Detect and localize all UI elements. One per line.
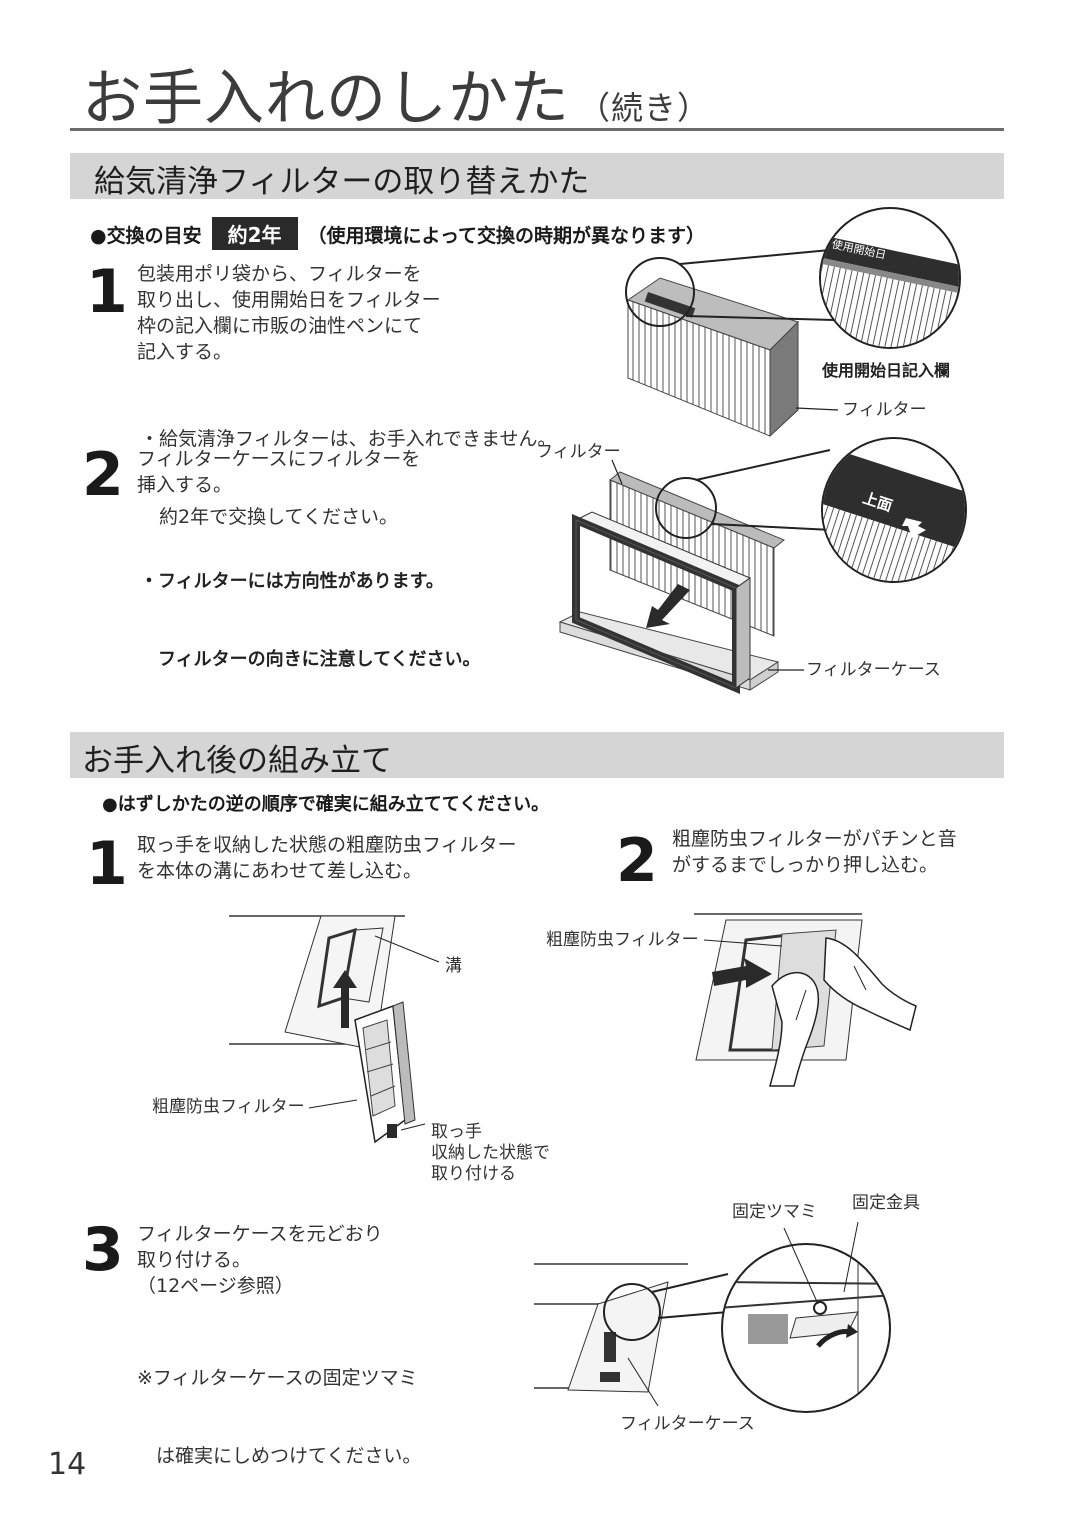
label-groove: 溝: [445, 956, 462, 976]
section-bar-reassembly: [70, 732, 1004, 778]
note-line: ・フィルターには方向性があります。: [140, 571, 444, 592]
step-line: がするまでしっかり押し込む。: [672, 854, 939, 876]
step-line: を本体の溝にあわせて差し込む。: [137, 860, 423, 882]
step-number: 1: [86, 257, 128, 327]
step-line: 挿入する。: [137, 474, 233, 496]
step-line: 取り出し、使用開始日をフィルター: [137, 289, 441, 311]
note-line: 約2年で交換してください。: [140, 506, 398, 528]
filter-illustration: 使用開始日: [625, 207, 961, 438]
assembly-step3-instructions: フィルターケースを元どおり 取り付ける。 （12ページ参照）: [137, 1221, 383, 1299]
step-line: 枠の記入欄に市販の油性ペンにて: [137, 315, 423, 337]
assembly-step1-instructions: 取っ手を収納した状態の粗塵防虫フィルター を本体の溝にあわせて差し込む。: [137, 832, 517, 884]
label-coarse-filter: 粗塵防虫フィルター: [152, 1097, 305, 1117]
filter-case-illustration: 上面: [558, 437, 967, 695]
step-line: 記入する。: [137, 341, 233, 363]
step1-instructions: 包装用ポリ袋から、フィルターを 取り出し、使用開始日をフィルター 枠の記入欄に市…: [137, 261, 441, 365]
step2-instructions: フィルターケースにフィルターを 挿入する。: [137, 446, 420, 498]
note-line: ・給気清浄フィルターは、お手入れできません。: [140, 428, 557, 450]
coarse-filter-insert-illustration: [229, 915, 440, 1144]
step-line: フィルターケースにフィルターを: [137, 448, 421, 470]
replacement-guideline: ●交換の目安約2年 （使用環境によって交換の時期が異なります）: [90, 217, 705, 250]
step-number: 2: [82, 440, 124, 510]
page-title: お手入れのしかた（続き）: [82, 50, 710, 137]
step-number: 2: [616, 826, 658, 896]
label-line: 収納した状態で: [431, 1143, 550, 1163]
filter-case-attach-illustration: [534, 1221, 891, 1413]
note-line: ※フィルターケースの固定ツマミ: [137, 1367, 418, 1389]
section-bar-filter-replacement: [70, 153, 1004, 199]
step-line: （12ページ参照）: [137, 1275, 294, 1297]
step-line: 取り付ける。: [137, 1249, 252, 1271]
coarse-filter-push-illustration: [694, 913, 917, 1087]
label-line: 取り付ける: [431, 1164, 516, 1184]
step-number: 1: [86, 829, 128, 899]
page-title-suffix: （続き）: [578, 89, 711, 127]
step-line: 粗塵防虫フィルターがパチンと音: [672, 828, 957, 850]
step1-note: ・給気清浄フィルターは、お手入れできません。 約2年で交換してください。: [140, 374, 556, 556]
step-number: 3: [82, 1215, 124, 1285]
label-filter-case: フィルターケース: [806, 660, 941, 680]
label-filter-case-2: フィルターケース: [620, 1414, 755, 1434]
section-title-reassembly: お手入れ後の組み立て: [82, 743, 392, 779]
label-filter-2: フィルター: [536, 442, 621, 462]
page-number: 14: [48, 1447, 87, 1482]
step-line: フィルターケースを元どおり: [137, 1223, 383, 1245]
title-rule: [70, 128, 1004, 131]
guideline-badge: 約2年: [211, 217, 298, 250]
reassembly-bullet: ●はずしかたの逆の順序で確実に組み立ててください。: [102, 794, 550, 815]
guideline-suffix: （使用環境によって交換の時期が異なります）: [307, 225, 705, 247]
label-handle: 取っ手 収納した状態で 取り付ける: [431, 1122, 550, 1185]
label-filter: フィルター: [842, 400, 927, 420]
step-line: 取っ手を収納した状態の粗塵防虫フィルター: [137, 834, 517, 856]
assembly-step3-note: ※フィルターケースの固定ツマミ は確実にしめつけてください。: [137, 1313, 421, 1495]
label-fixing-knob: 固定ツマミ: [732, 1202, 817, 1222]
note-line: は確実にしめつけてください。: [137, 1445, 422, 1467]
guideline-prefix: ●交換の目安: [90, 225, 202, 247]
page-title-text: お手入れのしかた: [82, 64, 570, 134]
label-fixing-bracket: 固定金具: [852, 1193, 920, 1213]
section-title-filter-replacement: 給気清浄フィルターの取り替えかた: [94, 164, 590, 200]
label-coarse-filter-2: 粗塵防虫フィルター: [546, 930, 699, 950]
label-line: 取っ手: [431, 1122, 482, 1142]
note-line: フィルターの向きに注意してください。: [140, 649, 481, 670]
label-date-field: 使用開始日記入欄: [822, 361, 951, 380]
step2-note: ・フィルターには方向性があります。 フィルターの向きに注意してください。: [140, 517, 481, 699]
assembly-step2-instructions: 粗塵防虫フィルターがパチンと音 がするまでしっかり押し込む。: [672, 826, 957, 878]
step-line: 包装用ポリ袋から、フィルターを: [137, 263, 422, 285]
